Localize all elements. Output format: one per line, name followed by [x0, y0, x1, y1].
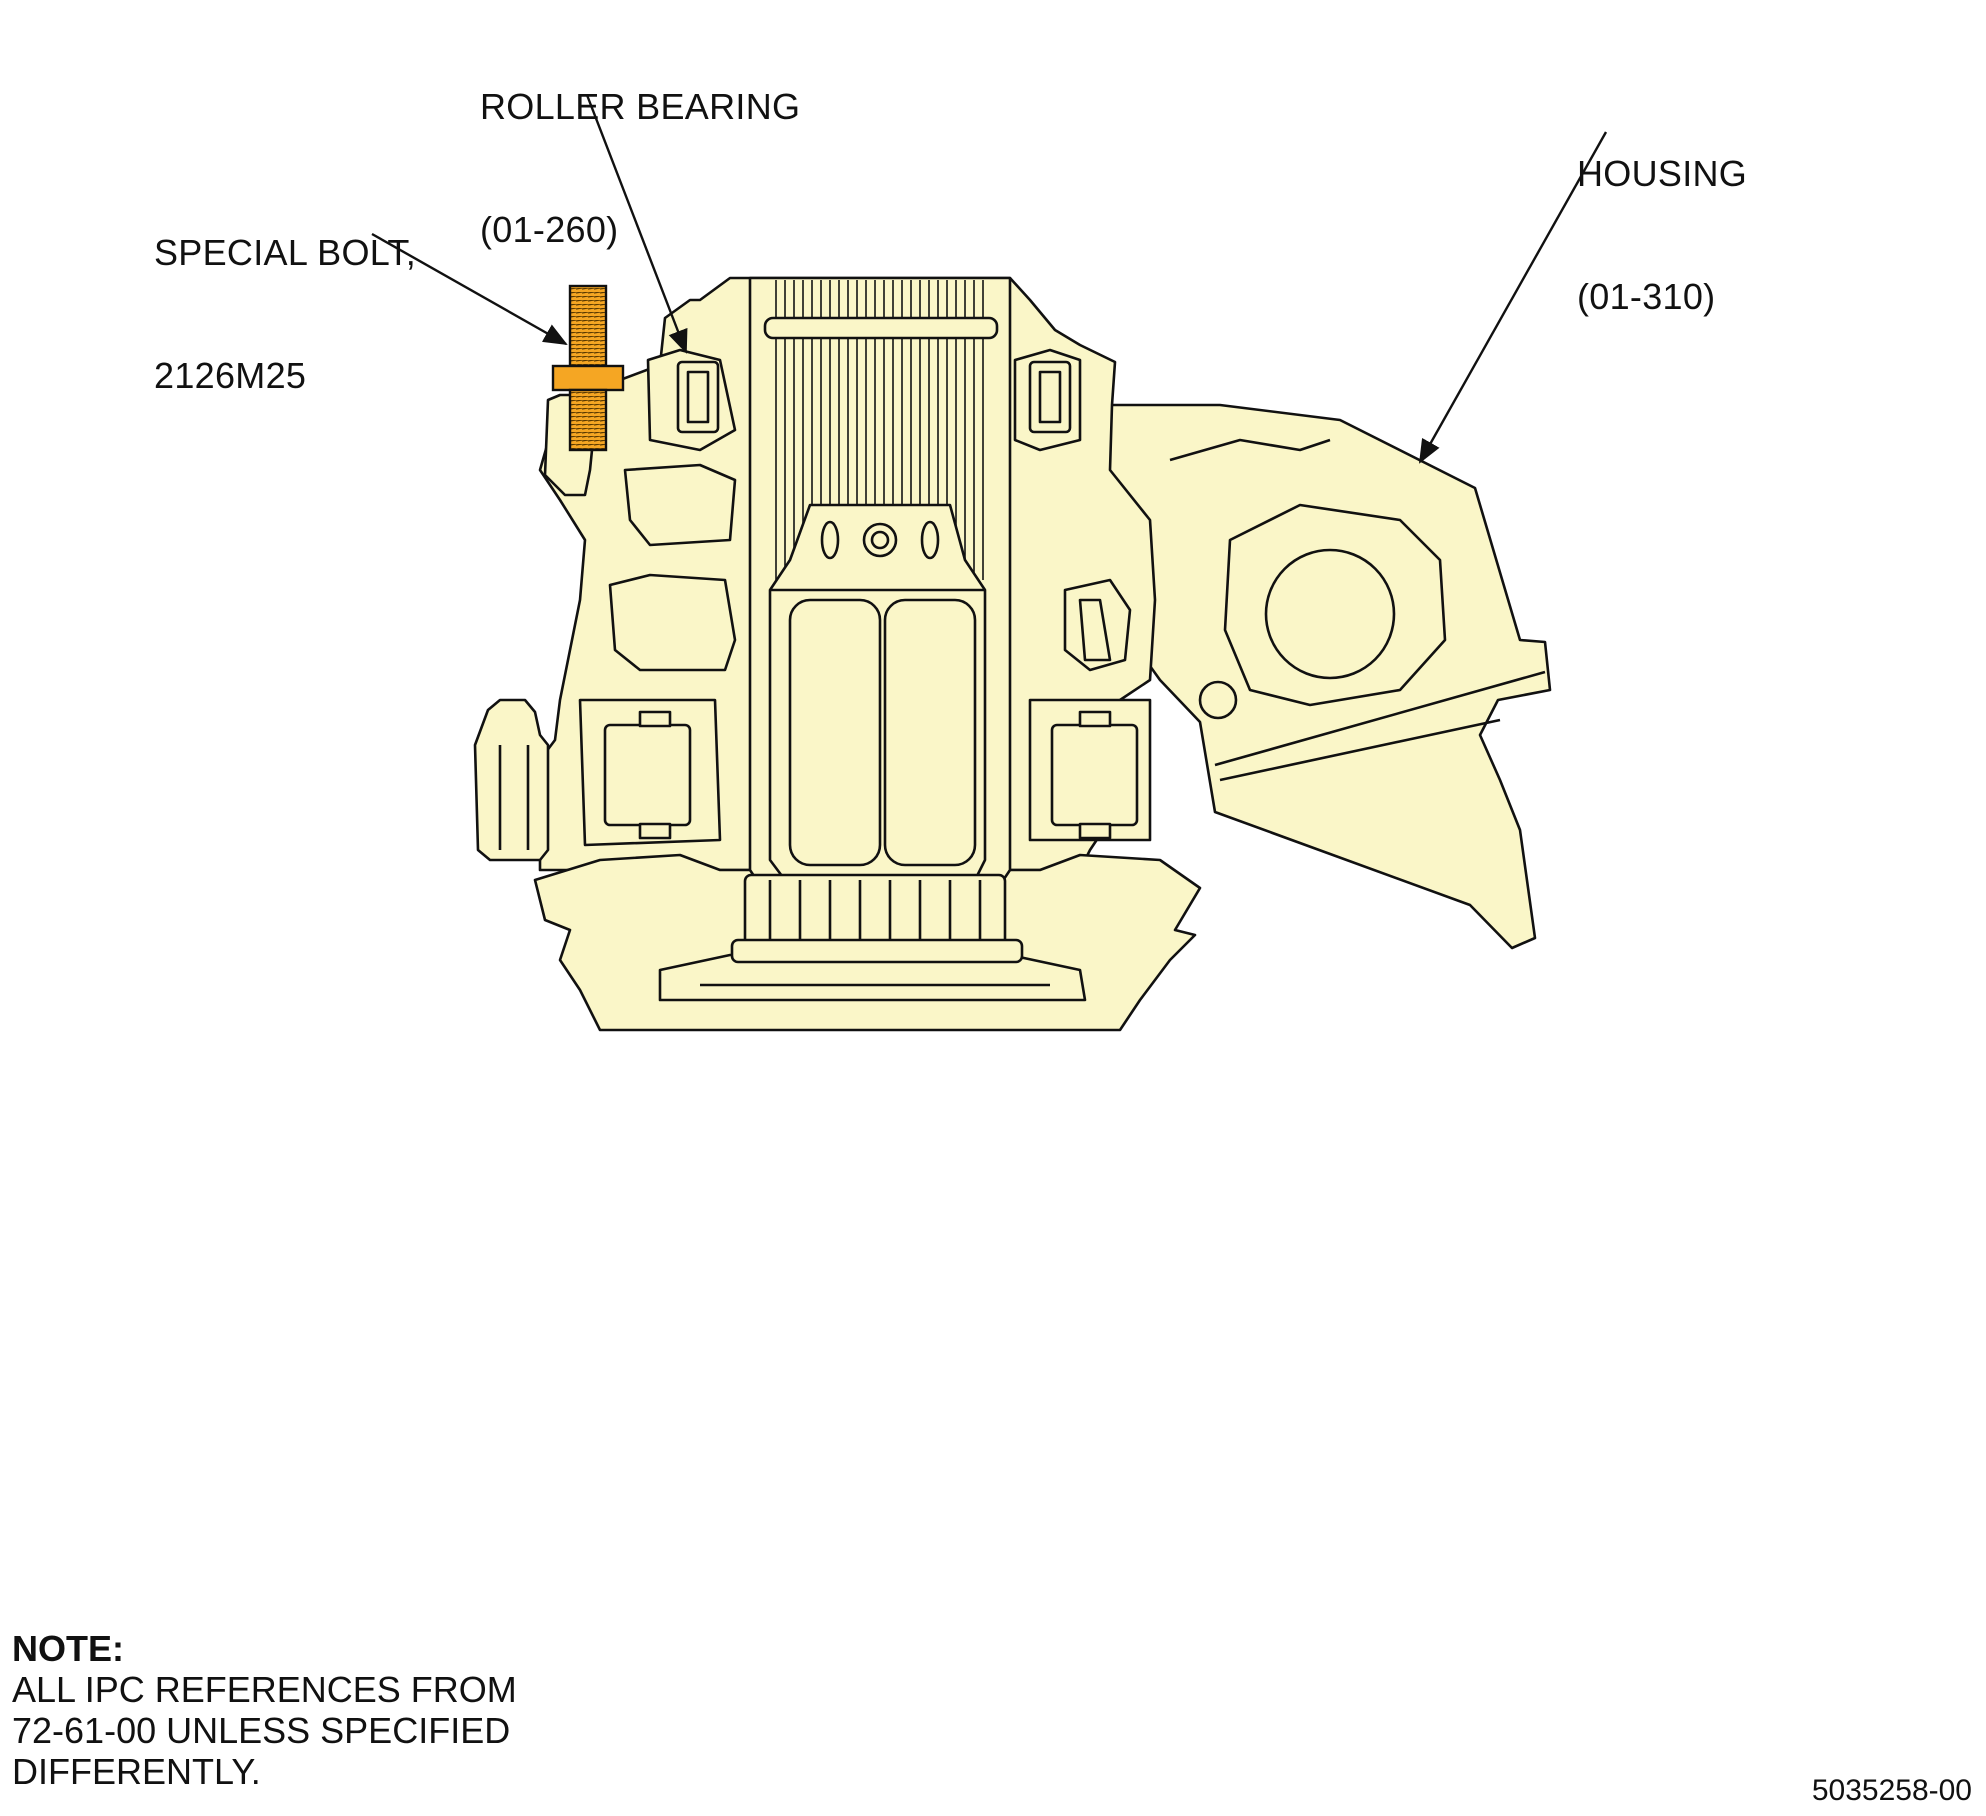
left-cavity — [608, 573, 737, 672]
lower-roller-right — [1050, 723, 1139, 827]
left-upper-cavity — [623, 463, 737, 547]
callout-housing-ref: (01-310) — [1577, 276, 1716, 317]
side-fitting — [473, 698, 550, 862]
special-bolt-highlight — [551, 284, 625, 452]
note-line: ALL IPC REFERENCES FROM — [12, 1669, 517, 1710]
leader-special-bolt — [371, 232, 568, 346]
callout-roller-bearing-ref: (01-260) — [480, 209, 619, 250]
note-line: DIFFERENTLY. — [12, 1751, 261, 1792]
note-title: NOTE: — [12, 1628, 124, 1669]
bolt-washer — [551, 364, 625, 392]
bolt-thread-upper — [568, 284, 608, 368]
callout-special-bolt: SPECIAL BOLT, 2126M25 — [154, 150, 416, 437]
housing-bore — [1264, 548, 1396, 680]
right-cavity — [1063, 578, 1132, 672]
inner-sleeve-left — [788, 598, 882, 867]
note-body: ALL IPC REFERENCES FROM 72-61-00 UNLESS … — [12, 1669, 612, 1792]
figure-number: 5035258-00 — [1811, 1774, 1972, 1807]
callout-housing: HOUSING (01-310) — [1577, 71, 1747, 358]
callout-roller-bearing-name: ROLLER BEARING — [480, 86, 801, 127]
leader-housing — [1418, 131, 1608, 464]
leader-roller-bearing — [585, 94, 688, 354]
callout-special-bolt-name: SPECIAL BOLT, — [154, 232, 416, 273]
callout-special-bolt-number: 2126M25 — [154, 355, 307, 396]
callout-roller-bearing: ROLLER BEARING (01-260) — [480, 4, 800, 291]
shaft-top-cap — [763, 316, 999, 340]
inner-sleeve-right — [883, 598, 977, 867]
housing-small-hole — [1198, 680, 1238, 720]
note-line: 72-61-00 UNLESS SPECIFIED — [12, 1710, 511, 1751]
bolt-thread-lower — [568, 388, 608, 452]
callout-housing-name: HOUSING — [1577, 153, 1748, 194]
lower-roller-left — [603, 723, 692, 827]
